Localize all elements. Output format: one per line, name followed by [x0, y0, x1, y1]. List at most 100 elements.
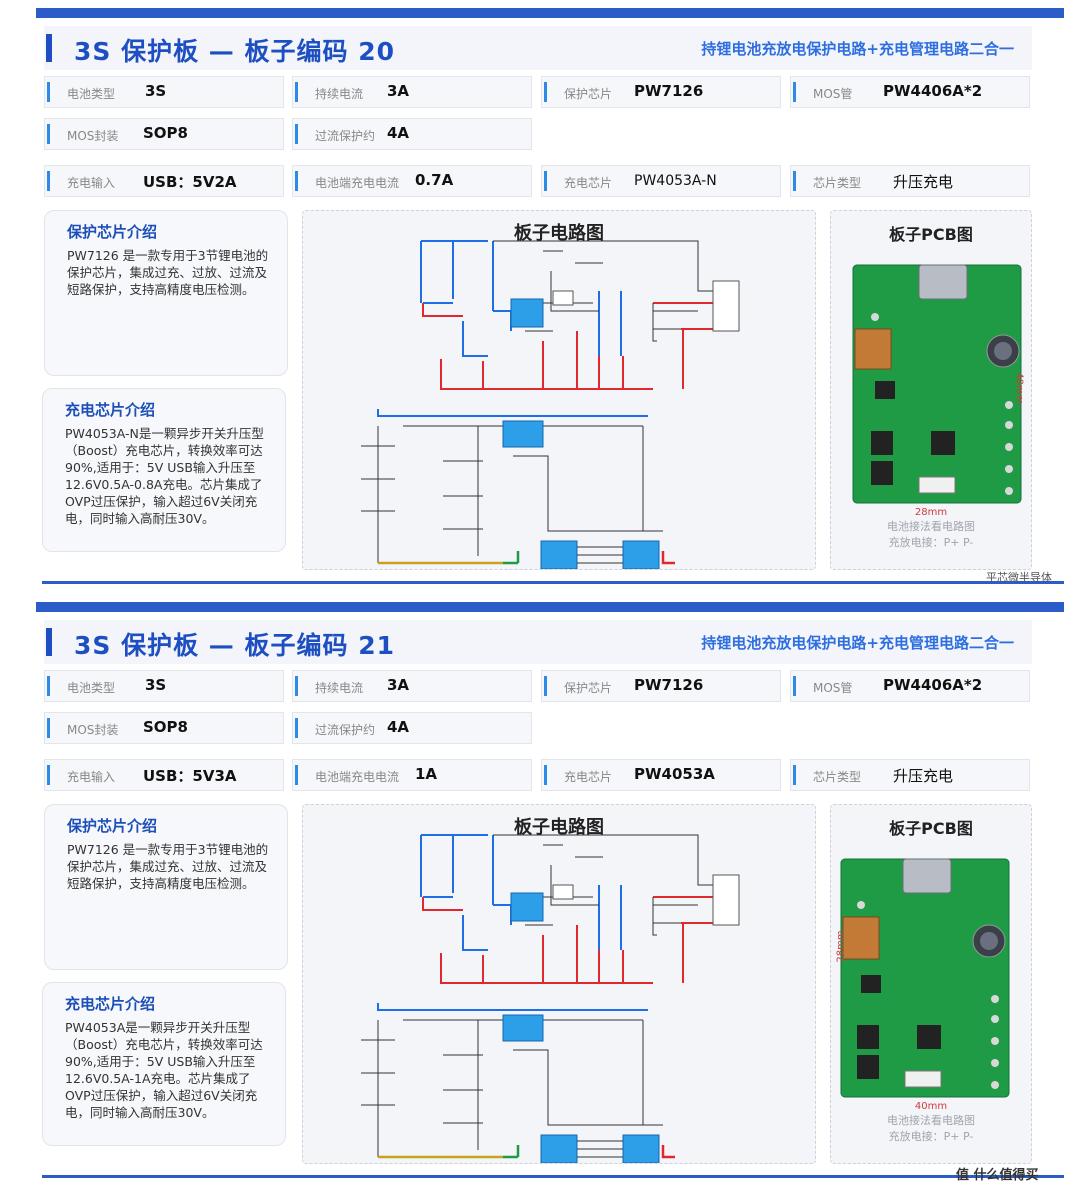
spec-value: 4A: [387, 718, 410, 736]
spec-continuous-current: 持续电流 3A: [292, 76, 532, 108]
spec-charge-chip: 充电芯片 PW4053A-N: [541, 165, 781, 197]
pcb-width-label: 40mm: [914, 1101, 948, 1112]
pcb-title: 板子PCB图: [889, 225, 973, 244]
card-title: 保护芯片介绍: [67, 223, 158, 241]
spec-label: MOS封装: [67, 723, 119, 737]
schematic-drawing: [361, 834, 740, 1163]
panel-top-bar: [36, 602, 1064, 612]
spec-value: 升压充电: [893, 173, 954, 191]
spec-value: SOP8: [143, 124, 188, 142]
spec-mos-package: MOS封装 SOP8: [44, 712, 284, 744]
card-text: PW7126 是一款专用于3节锂电池的保护芯片，集成过充、过放、过流及短路保护，…: [67, 842, 269, 891]
spec-battery-type: 电池类型 3S: [44, 76, 284, 108]
protect-chip-card: 保护芯片介绍 PW7126 是一款专用于3节锂电池的保护芯片，集成过充、过放、过…: [44, 210, 288, 376]
pcb-height-label: 28mm: [835, 930, 847, 963]
spec-value: PW4406A*2: [883, 82, 983, 100]
board-panel-21: 3S 保护板 — 板子编码 21 持锂电池充放电保护电路+充电管理电路二合一 电…: [36, 602, 1064, 1184]
spec-battery-type: 电池类型 3S: [44, 670, 284, 702]
card-title: 充电芯片介绍: [65, 401, 156, 419]
spec-chip-type: 芯片类型 升压充电: [790, 759, 1030, 791]
spec-value: SOP8: [143, 718, 188, 736]
schematic-drawing: [361, 240, 740, 569]
spec-overcurrent: 过流保护约 4A: [292, 712, 532, 744]
spec-value: PW4053A-N: [634, 173, 717, 189]
spec-mos: MOS管 PW4406A*2: [790, 670, 1030, 702]
panel-header: 3S 保护板 — 板子编码 21 持锂电池充放电保护电路+充电管理电路二合一: [44, 620, 1032, 664]
watermark-logo: 值 什么值得买: [956, 1168, 1039, 1183]
pcb-card: 板子PCB图 28mm 40mm 电池接法看电路图 充放电接：P+ P-: [830, 210, 1032, 570]
diagram-title: 板子电路图: [514, 817, 604, 838]
pcb-note-2: 充放电接：P+ P-: [888, 536, 974, 549]
spec-protect-chip: 保护芯片 PW7126: [541, 76, 781, 108]
pcb-note-2: 充放电接：P+ P-: [888, 1130, 974, 1143]
spec-label: 持续电流: [315, 681, 364, 695]
spec-value: 3S: [145, 82, 167, 100]
spec-value: PW4406A*2: [883, 676, 983, 694]
spec-label: 持续电流: [315, 87, 364, 101]
spec-charge-input: 充电输入 USB：5V3A: [44, 759, 284, 791]
spec-value: 1A: [415, 765, 438, 783]
pcb-width-label: 28mm: [914, 507, 948, 518]
spec-label: 电池类型: [67, 87, 116, 101]
footer-brand: 平芯微半导体: [986, 571, 1052, 584]
spec-mos-package: MOS封装 SOP8: [44, 118, 284, 150]
panel-bottom-bar: [42, 1175, 1064, 1178]
spec-label: MOS管: [813, 87, 853, 101]
pcb-note-1: 电池接法看电路图: [887, 1114, 975, 1127]
circuit-diagram: 板子电路图: [302, 804, 816, 1164]
spec-label: 充电输入: [67, 770, 116, 784]
spec-value: 4A: [387, 124, 410, 142]
spec-value: PW7126: [634, 676, 704, 694]
spec-battery-charge-current: 电池端充电电流 1A: [292, 759, 532, 791]
spec-value: 3A: [387, 82, 410, 100]
spec-label: MOS管: [813, 681, 853, 695]
panel-bottom-bar: [42, 581, 1064, 584]
spec-label: 过流保护约: [315, 723, 376, 737]
header-accent: [46, 34, 52, 62]
spec-value: USB：5V2A: [143, 173, 237, 191]
panel-subtitle: 持锂电池充放电保护电路+充电管理电路二合一: [701, 40, 1014, 58]
spec-mos: MOS管 PW4406A*2: [790, 76, 1030, 108]
spec-charge-chip: 充电芯片 PW4053A: [541, 759, 781, 791]
spec-label: 保护芯片: [564, 87, 613, 101]
pcb-card: 板子PCB图 40mm 28mm 电池接法看电路图 充放电接：P+ P-: [830, 804, 1032, 1164]
spec-battery-charge-current: 电池端充电电流 0.7A: [292, 165, 532, 197]
spec-label: 电池类型: [67, 681, 116, 695]
diagram-title: 板子电路图: [514, 223, 604, 244]
spec-value: 升压充电: [893, 767, 954, 785]
board-panel-20: 3S 保护板 — 板子编码 20 持锂电池充放电保护电路+充电管理电路二合一 电…: [36, 8, 1064, 590]
spec-value: PW4053A: [634, 765, 715, 783]
spec-value: USB：5V3A: [143, 767, 237, 785]
pcb-height-label: 40mm: [1013, 372, 1025, 405]
panel-title: 3S 保护板 — 板子编码 21: [74, 631, 396, 660]
spec-label: 充电芯片: [564, 770, 613, 784]
spec-charge-input: 充电输入 USB：5V2A: [44, 165, 284, 197]
pcb-drawing: [852, 264, 1022, 504]
spec-label: 电池端充电电流: [315, 176, 400, 190]
spec-continuous-current: 持续电流 3A: [292, 670, 532, 702]
spec-label: 过流保护约: [315, 129, 376, 143]
circuit-diagram: 板子电路图: [302, 210, 816, 570]
spec-label: 电池端充电电流: [315, 770, 400, 784]
protect-chip-card: 保护芯片介绍 PW7126 是一款专用于3节锂电池的保护芯片，集成过充、过放、过…: [44, 804, 288, 970]
spec-overcurrent: 过流保护约 4A: [292, 118, 532, 150]
card-text: PW7126 是一款专用于3节锂电池的保护芯片，集成过充、过放、过流及短路保护，…: [67, 248, 269, 297]
panel-header: 3S 保护板 — 板子编码 20 持锂电池充放电保护电路+充电管理电路二合一: [44, 26, 1032, 70]
card-text: PW4053A-N是一颗异步开关升压型（Boost）充电芯片，转换效率可达90%…: [65, 426, 264, 526]
spec-label: 充电芯片: [564, 176, 613, 190]
card-title: 保护芯片介绍: [67, 817, 158, 835]
charge-chip-card: 充电芯片介绍 PW4053A是一颗异步开关升压型（Boost）充电芯片，转换效率…: [42, 982, 286, 1146]
spec-chip-type: 芯片类型 升压充电: [790, 165, 1030, 197]
spec-label: MOS封装: [67, 129, 119, 143]
card-title: 充电芯片介绍: [65, 995, 156, 1013]
spec-value: PW7126: [634, 82, 704, 100]
spec-label: 芯片类型: [813, 770, 862, 784]
spec-value: 3S: [145, 676, 167, 694]
pcb-drawing: [840, 858, 1010, 1098]
spec-value: 0.7A: [415, 171, 454, 189]
spec-label: 保护芯片: [564, 681, 613, 695]
spec-label: 芯片类型: [813, 176, 862, 190]
pcb-title: 板子PCB图: [889, 819, 973, 838]
card-text: PW4053A是一颗异步开关升压型（Boost）充电芯片，转换效率可达90%,适…: [65, 1020, 263, 1120]
spec-label: 充电输入: [67, 176, 116, 190]
